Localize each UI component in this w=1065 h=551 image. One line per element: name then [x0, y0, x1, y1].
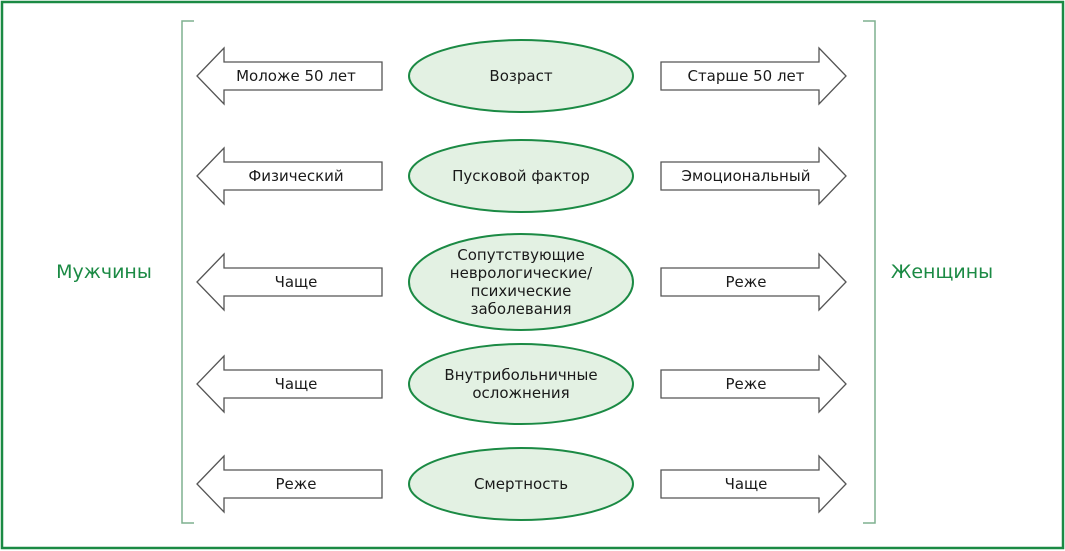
right-side-label: Женщины [891, 261, 993, 283]
right-arrow-label: Старше 50 лет [687, 67, 804, 85]
left-arrow [196, 454, 383, 514]
center-oval-line: Сопутствующие [457, 246, 585, 264]
right-arrow-label: Реже [725, 375, 766, 393]
left-bracket [181, 20, 194, 524]
center-oval [408, 343, 634, 425]
row-1: Моложе 50 лет Старше 50 лет Возраст [196, 39, 847, 113]
right-arrow-label: Реже [725, 273, 766, 291]
left-arrow [196, 252, 383, 312]
right-arrow [660, 354, 847, 414]
left-arrow-label: Чаще [275, 375, 318, 393]
left-arrow [196, 354, 383, 414]
right-arrow [660, 252, 847, 312]
center-oval-line: психические [471, 282, 572, 300]
left-arrow-label: Реже [275, 475, 316, 493]
center-oval-line: заболевания [470, 300, 571, 318]
right-bracket [863, 20, 876, 524]
left-side-label: Мужчины [56, 261, 152, 283]
left-arrow-label: Моложе 50 лет [236, 67, 356, 85]
center-oval-line: осложнения [472, 384, 569, 402]
row-2: Физический Эмоциональный Пусковой фактор [196, 139, 847, 213]
left-arrow [196, 146, 383, 206]
rows-group: Моложе 50 лет Старше 50 лет ВозрастФизичес… [196, 39, 847, 521]
right-arrow-label: Эмоциональный [682, 167, 811, 185]
center-oval [408, 233, 634, 331]
row-3: Чаще Реже Сопутствующиеневрологические/пси… [196, 233, 847, 331]
left-arrow [196, 46, 383, 106]
center-oval [408, 447, 634, 521]
right-arrow [660, 146, 847, 206]
center-oval-line: Внутрибольничные [444, 366, 597, 384]
center-oval [408, 139, 634, 213]
center-oval-line: Возраст [489, 67, 552, 85]
right-arrow [660, 46, 847, 106]
center-oval-line: неврологические/ [450, 264, 593, 282]
center-oval-line: Смертность [474, 475, 568, 493]
center-oval [408, 39, 634, 113]
center-oval-line: Пусковой фактор [452, 167, 590, 185]
right-arrow-label: Чаще [725, 475, 768, 493]
left-arrow-label: Физический [248, 167, 343, 185]
right-arrow [660, 454, 847, 514]
left-arrow-label: Чаще [275, 273, 318, 291]
row-5: Реже Чаще Смертность [196, 447, 847, 521]
